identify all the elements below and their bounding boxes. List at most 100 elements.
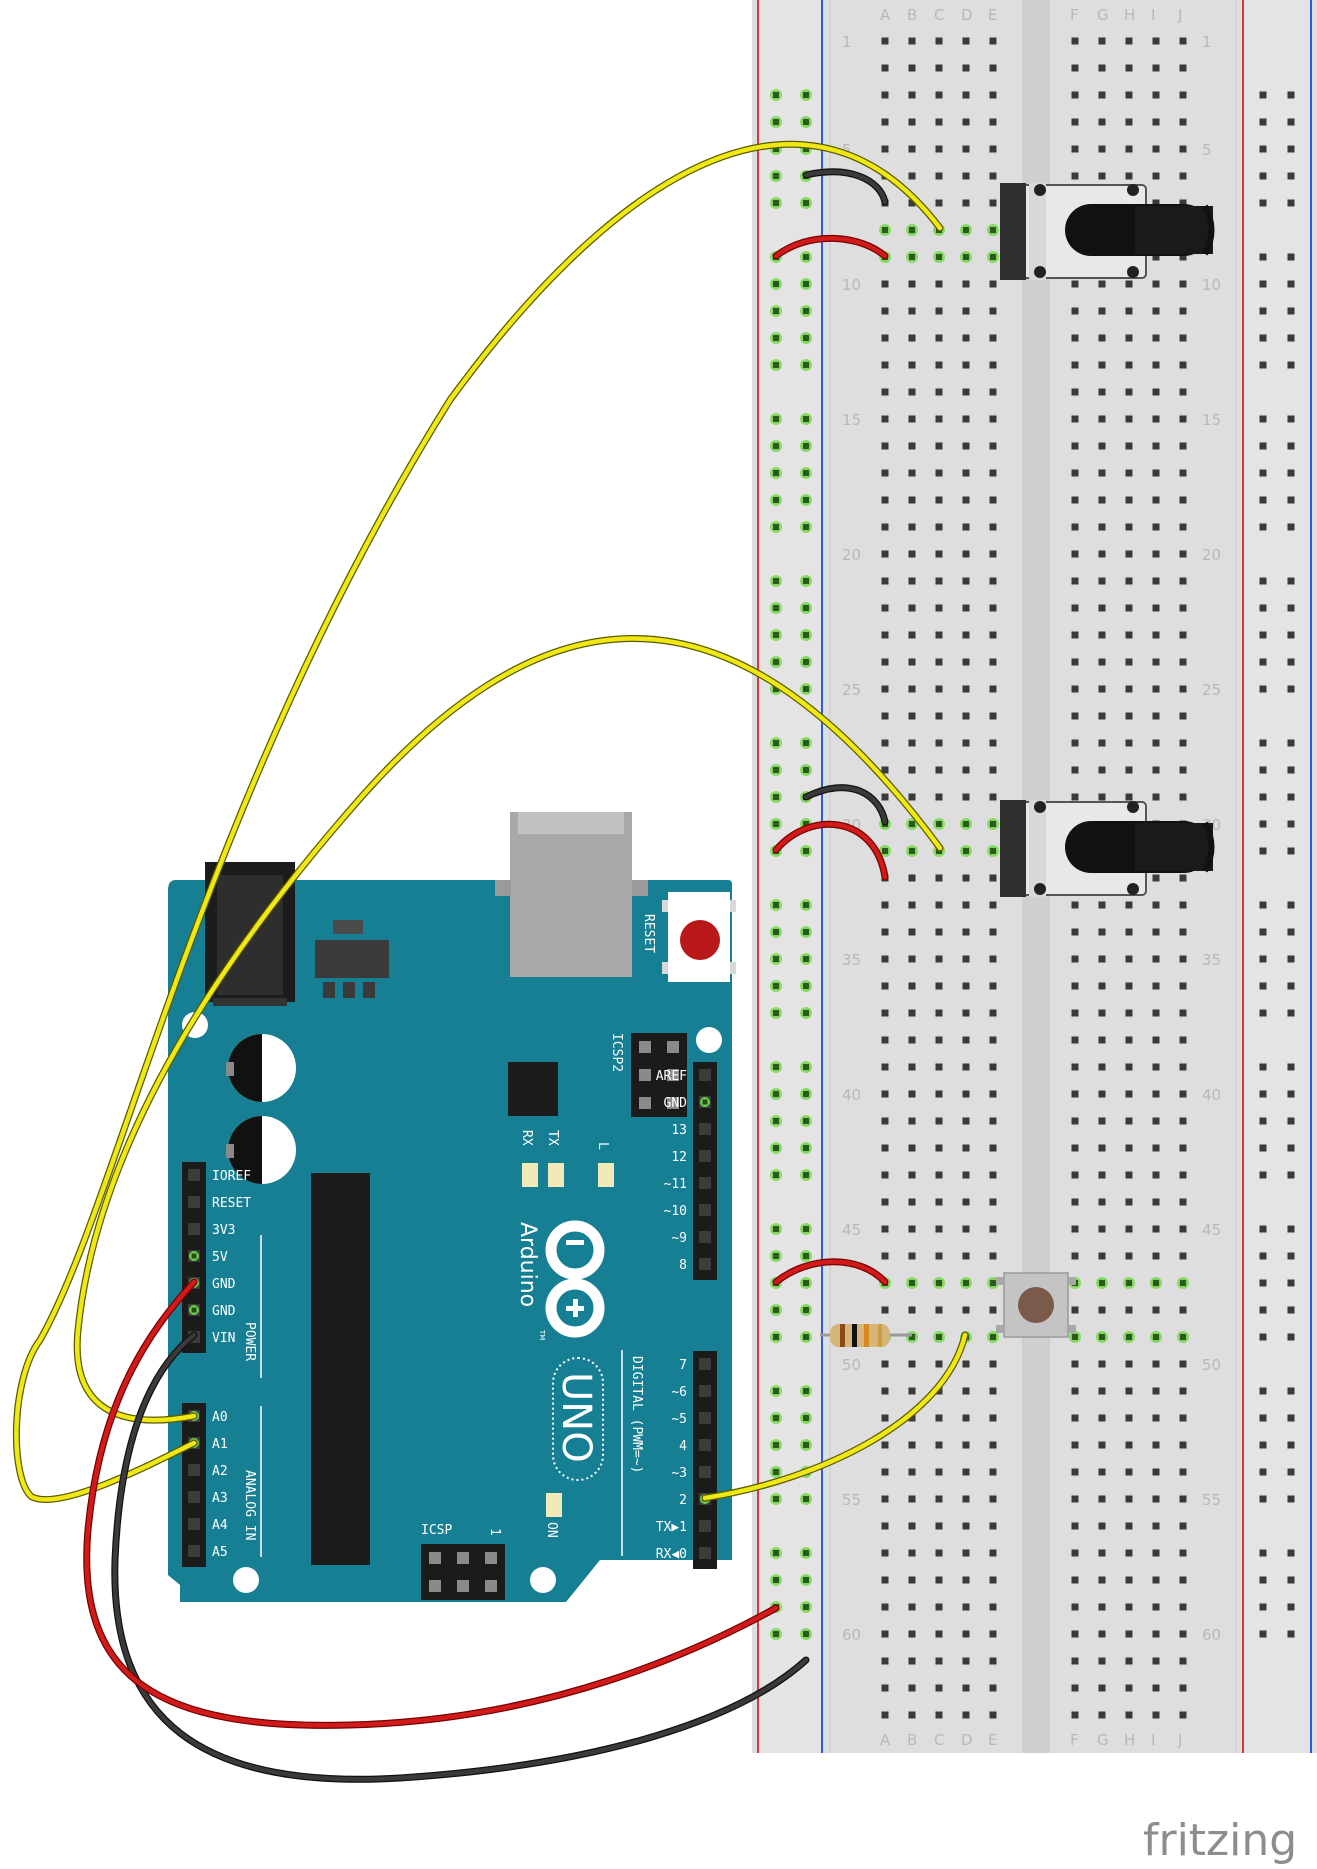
breadboard-hole [908, 1387, 916, 1395]
header-pin[interactable] [699, 1204, 711, 1216]
breadboard-hole [908, 550, 916, 558]
column-label: B [907, 6, 917, 24]
pin-label: 2 [679, 1493, 687, 1508]
breadboard-hole [1179, 523, 1187, 531]
breadboard-hole [1098, 955, 1106, 963]
header-pin[interactable] [699, 1069, 711, 1081]
breadboard-hole [962, 1360, 970, 1368]
pin-label: 5V [212, 1250, 228, 1265]
header-pin[interactable] [188, 1169, 200, 1181]
breadboard-hole [989, 64, 997, 72]
breadboard-hole [881, 1495, 889, 1503]
header-pin[interactable] [699, 1466, 711, 1478]
breadboard-hole [1179, 280, 1187, 288]
breadboard-hole [935, 1441, 943, 1449]
breadboard-hole [908, 1360, 916, 1368]
row-number: 45 [842, 1221, 861, 1239]
breadboard-hole [1179, 1657, 1187, 1665]
breadboard-hole [989, 982, 997, 990]
header-pin[interactable] [699, 1385, 711, 1397]
reset-button[interactable] [662, 892, 736, 982]
header-pin[interactable] [699, 1520, 711, 1532]
breadboard-hole [908, 1171, 916, 1179]
breadboard-hole [908, 1576, 916, 1584]
breadboard-hole [1071, 658, 1079, 666]
header-pin[interactable] [667, 1041, 679, 1053]
header-pin[interactable] [188, 1491, 200, 1503]
header-pin[interactable] [188, 1518, 200, 1530]
breadboard-hole [1125, 1549, 1133, 1557]
header-pin[interactable] [188, 1545, 200, 1557]
resistor [820, 1324, 912, 1347]
header-pin[interactable] [699, 1231, 711, 1243]
breadboard-hole [1259, 1387, 1267, 1395]
breadboard-hole [989, 1090, 997, 1098]
breadboard-hole [962, 415, 970, 423]
breadboard-hole [989, 1144, 997, 1152]
breadboard-hole [989, 1009, 997, 1017]
breadboard-hole [962, 361, 970, 369]
breadboard-hole [1259, 1090, 1267, 1098]
mount-hole [530, 1567, 556, 1593]
breadboard-hole [1125, 1603, 1133, 1611]
header-pin[interactable] [429, 1580, 441, 1592]
breadboard-hole [1098, 901, 1106, 909]
row-number: 25 [842, 681, 861, 699]
l-led [598, 1163, 614, 1187]
breadboard-hole [881, 1711, 889, 1719]
header-pin[interactable] [699, 1547, 711, 1559]
breadboard-hole [1071, 955, 1079, 963]
breadboard-hole [881, 1576, 889, 1584]
breadboard-hole [989, 388, 997, 396]
breadboard-hole [1152, 793, 1160, 801]
header-pin[interactable] [699, 1258, 711, 1270]
icsp-pin1-label: 1 [487, 1528, 502, 1536]
header-pin[interactable] [667, 1069, 679, 1081]
breadboard-hole [1098, 523, 1106, 531]
header-pin[interactable] [699, 1150, 711, 1162]
row-number: 10 [1202, 276, 1221, 294]
header-pin[interactable] [485, 1552, 497, 1564]
breadboard-hole [962, 1306, 970, 1314]
pin-label: A1 [212, 1437, 228, 1452]
header-pin[interactable] [485, 1580, 497, 1592]
header-pin[interactable] [699, 1412, 711, 1424]
header-pin[interactable] [188, 1223, 200, 1235]
uno-badge: UNO [552, 1357, 604, 1481]
breadboard-hole [908, 118, 916, 126]
breadboard-hole [1179, 1468, 1187, 1476]
header-pin[interactable] [667, 1097, 679, 1109]
breadboard-hole [908, 1711, 916, 1719]
breadboard-hole [1287, 1441, 1295, 1449]
header-pin[interactable] [699, 1439, 711, 1451]
header-pin[interactable] [639, 1069, 651, 1081]
header-pin[interactable] [457, 1580, 469, 1592]
row-number: 55 [842, 1491, 861, 1509]
breadboard-hole [1152, 37, 1160, 45]
breadboard-hole [881, 37, 889, 45]
header-pin[interactable] [699, 1123, 711, 1135]
breadboard-hole [1259, 847, 1267, 855]
breadboard-hole [908, 1495, 916, 1503]
header-pin[interactable] [639, 1097, 651, 1109]
header-pin[interactable] [429, 1552, 441, 1564]
row-number: 45 [1202, 1221, 1221, 1239]
header-pin[interactable] [188, 1196, 200, 1208]
breadboard-hole [935, 1549, 943, 1557]
breadboard-hole [1179, 1441, 1187, 1449]
breadboard-hole [962, 712, 970, 720]
microcontroller-chip [311, 1173, 370, 1565]
header-pin[interactable] [699, 1177, 711, 1189]
icsp-label: ICSP [421, 1523, 452, 1538]
breadboard-hole [908, 1225, 916, 1233]
row-number: 5 [842, 141, 852, 159]
header-pin[interactable] [699, 1358, 711, 1370]
row-number: 5 [1202, 141, 1212, 159]
breadboard-hole [1098, 118, 1106, 126]
header-pin[interactable] [188, 1464, 200, 1476]
breadboard-hole [1071, 469, 1079, 477]
header-pin[interactable] [457, 1552, 469, 1564]
header-pin[interactable] [639, 1041, 651, 1053]
breadboard-hole [1287, 847, 1295, 855]
